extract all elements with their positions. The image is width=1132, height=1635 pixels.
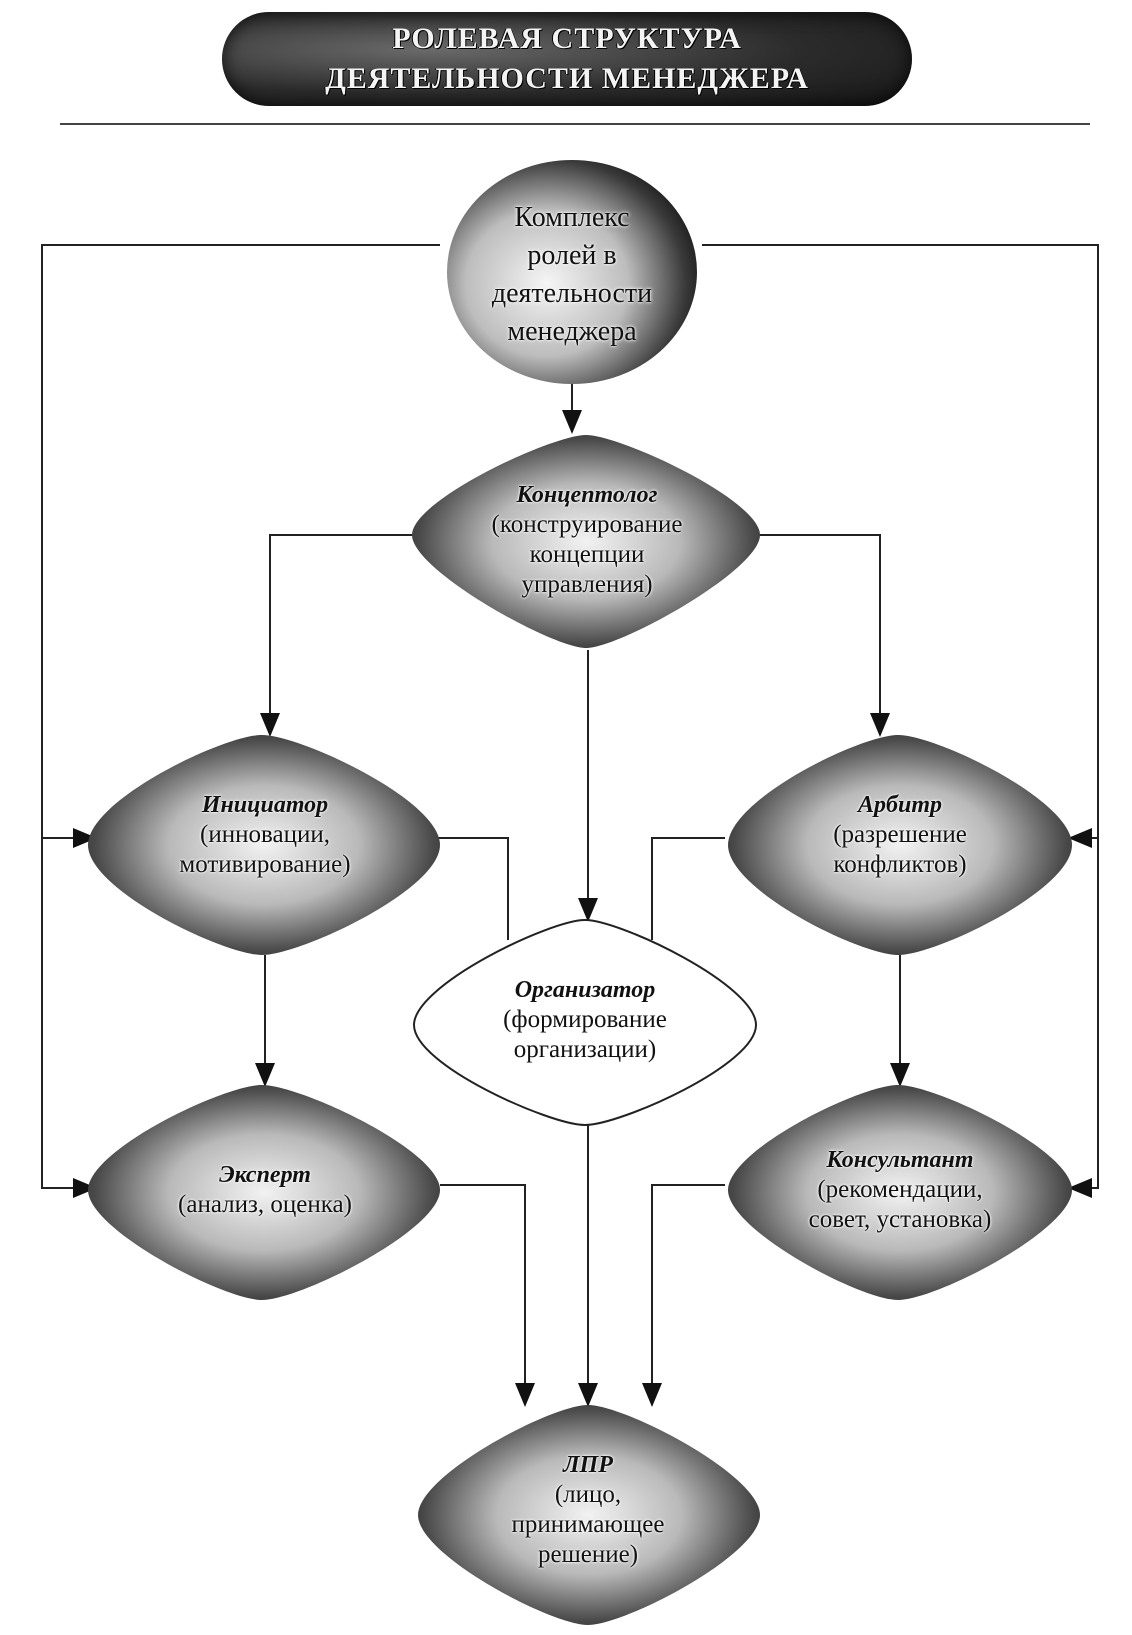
edge-root-consultant	[1068, 838, 1099, 1198]
conceptolog-line-2: концепции	[529, 541, 645, 568]
title-banner: РОЛЕВАЯ СТРУКТУРА ДЕЯТЕЛЬНОСТИ МЕНЕДЖЕРА	[222, 12, 912, 106]
consultant-diamond-shape	[728, 1085, 1072, 1300]
edge-conceptolog-initiator	[260, 534, 420, 737]
expert-diamond-shape	[88, 1085, 440, 1300]
edge-root-initiator	[41, 244, 440, 848]
arbiter-line-1: (разрешение	[833, 821, 967, 848]
edge-conceptolog-arbiter	[752, 534, 890, 737]
node-conceptolog: Концептолог (конструирование концепции у…	[422, 470, 752, 610]
node-organizer: Организатор (формирование организации)	[420, 965, 750, 1075]
lpr-line-3: решение)	[537, 1541, 639, 1568]
edge-root-arbiter	[702, 244, 1099, 848]
node-arbiter: Арбитр (разрешение конфликтов)	[735, 780, 1065, 890]
organizer-line-1: (формирование	[503, 1006, 667, 1033]
edge-root-expert	[41, 838, 97, 1198]
arbiter-title: Арбитр	[858, 792, 942, 818]
edge-expert-lpr	[440, 1184, 535, 1407]
expert-line-1: (анализ, оценка)	[178, 1191, 352, 1218]
initiator-line-1: (инновации,	[200, 821, 330, 848]
root-line-4: менеджера	[507, 316, 637, 347]
node-expert: Эксперт (анализ, оценка)	[100, 1150, 430, 1230]
banner-title-line-1: РОЛЕВАЯ СТРУКТУРА	[392, 22, 742, 55]
edge-initiator-organizer	[430, 837, 509, 940]
conceptolog-title: Концептолог	[516, 482, 658, 508]
conceptolog-line-3: управления)	[521, 571, 653, 598]
initiator-title: Инициатор	[201, 792, 329, 818]
consultant-line-1: (рекомендации,	[817, 1176, 983, 1203]
organizer-diamond-shape	[412, 918, 758, 1127]
node-lpr: ЛПР (лицо, принимающее решение)	[423, 1440, 753, 1580]
expert-title: Эксперт	[219, 1162, 311, 1188]
root-line-1: Комплекс	[514, 202, 630, 233]
conceptolog-diamond-shape	[412, 435, 760, 648]
banner-title-line-2: ДЕЯТЕЛЬНОСТИ МЕНЕДЖЕРА	[325, 62, 809, 95]
conceptolog-line-1: (конструирование	[491, 511, 683, 538]
edge-consultant-lpr	[642, 1184, 725, 1407]
root-line-2: ролей в	[527, 240, 617, 271]
connector-lines	[41, 244, 1099, 1407]
organizer-title: Организатор	[514, 977, 656, 1003]
consultant-line-2: совет, установка)	[808, 1206, 992, 1233]
divider-line	[60, 123, 1090, 125]
initiator-diamond-shape	[88, 735, 440, 955]
node-root: Комплекс ролей в деятельности менеджера	[447, 180, 697, 370]
initiator-line-2: мотивирование)	[179, 851, 351, 878]
root-line-3: деятельности	[491, 278, 653, 309]
arbiter-line-2: конфликтов)	[833, 851, 967, 878]
root-circle-shape	[447, 160, 697, 384]
lpr-line-2: принимающее	[511, 1511, 665, 1538]
lpr-line-1: (лицо,	[554, 1481, 622, 1508]
node-consultant: Консультант (рекомендации, совет, устано…	[735, 1135, 1065, 1245]
consultant-title: Консультант	[826, 1147, 974, 1173]
edge-arbiter-organizer	[651, 837, 725, 940]
arbiter-diamond-shape	[728, 735, 1072, 955]
lpr-diamond-shape	[418, 1405, 760, 1625]
node-initiator: Инициатор (инновации, мотивирование)	[100, 780, 430, 890]
organizer-line-2: организации)	[513, 1036, 657, 1063]
lpr-title: ЛПР	[563, 1452, 613, 1478]
